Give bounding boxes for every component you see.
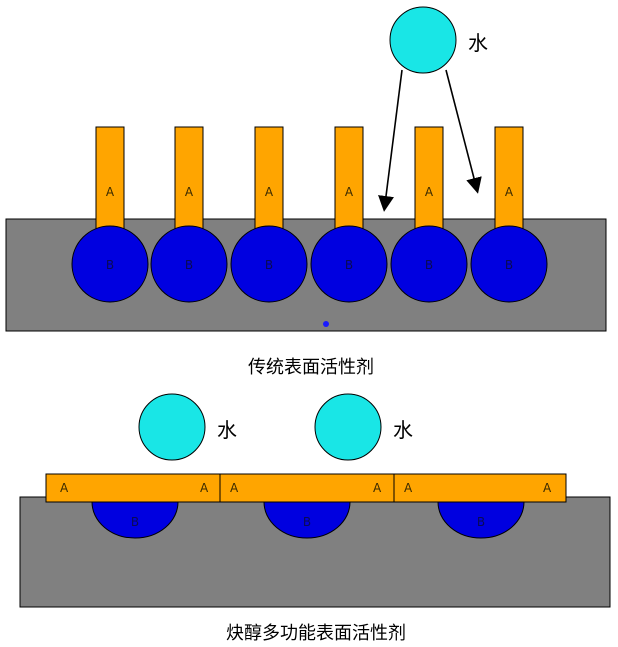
head-label: B xyxy=(425,258,433,272)
multifunctional-caption: 炔醇多功能表面活性剂 xyxy=(226,623,406,644)
hydrophilic-head xyxy=(91,501,179,539)
chain-label: A xyxy=(345,185,354,199)
hydrophilic-head xyxy=(437,501,525,539)
hydrophobic-chain xyxy=(414,126,444,236)
surfactant-molecule: A B xyxy=(71,126,149,303)
hydrophobic-chain xyxy=(174,126,204,236)
head-label: B xyxy=(185,258,193,272)
hydrophobic-chain xyxy=(254,126,284,236)
segment-label: A xyxy=(230,481,239,495)
hydrophilic-head xyxy=(150,225,228,303)
head-label: B xyxy=(345,258,353,272)
multifunctional-surfactant-diagram: 水 水 B B B A A A A A A 炔醇多功能表面活性剂 xyxy=(19,393,611,644)
surfactant-molecule: A B xyxy=(230,126,308,303)
head-label: B xyxy=(131,515,139,529)
surfactant-molecule: A B xyxy=(390,126,468,303)
hydrophilic-head xyxy=(470,225,548,303)
surfactant-molecule: A B xyxy=(470,126,548,303)
segment-label: A xyxy=(543,481,552,495)
water-arrow-right xyxy=(445,69,482,194)
water-arrow-left xyxy=(378,69,403,212)
head-label: B xyxy=(106,258,114,272)
water-label: 水 xyxy=(217,418,237,442)
hydrophobic-segment xyxy=(219,473,395,503)
water-droplet xyxy=(138,393,206,461)
head-label: B xyxy=(477,515,485,529)
hydrophilic-head xyxy=(390,225,468,303)
hydrophilic-head xyxy=(310,225,388,303)
chain-label: A xyxy=(185,185,194,199)
head-label: B xyxy=(303,515,311,529)
hydrophilic-head xyxy=(263,501,351,539)
surfactant-molecule: A B xyxy=(310,126,388,303)
hydrophobic-segment xyxy=(45,473,221,503)
hydrophobic-chain xyxy=(494,126,524,236)
segment-label: A xyxy=(60,481,69,495)
hydrophobic-chain xyxy=(334,126,364,236)
segment-label: A xyxy=(373,481,382,495)
segment-label: A xyxy=(200,481,209,495)
head-label: B xyxy=(505,258,513,272)
traditional-surfactant-diagram: A B A B A B A B A B xyxy=(5,6,607,378)
hydrophilic-head xyxy=(230,225,308,303)
chain-label: A xyxy=(265,185,274,199)
hydrophobic-segment xyxy=(393,473,567,503)
water-droplet xyxy=(389,6,457,74)
substrate-dot xyxy=(323,321,329,327)
surfactant-molecule: A B xyxy=(150,126,228,303)
water-label: 水 xyxy=(468,31,488,55)
water-droplet xyxy=(314,393,382,461)
hydrophobic-chain xyxy=(95,126,125,236)
head-label: B xyxy=(265,258,273,272)
chain-label: A xyxy=(505,185,514,199)
water-label: 水 xyxy=(393,418,413,442)
chain-label: A xyxy=(425,185,434,199)
hydrophilic-head xyxy=(71,225,149,303)
chain-label: A xyxy=(106,185,115,199)
traditional-caption: 传统表面活性剂 xyxy=(248,357,374,378)
segment-label: A xyxy=(404,481,413,495)
